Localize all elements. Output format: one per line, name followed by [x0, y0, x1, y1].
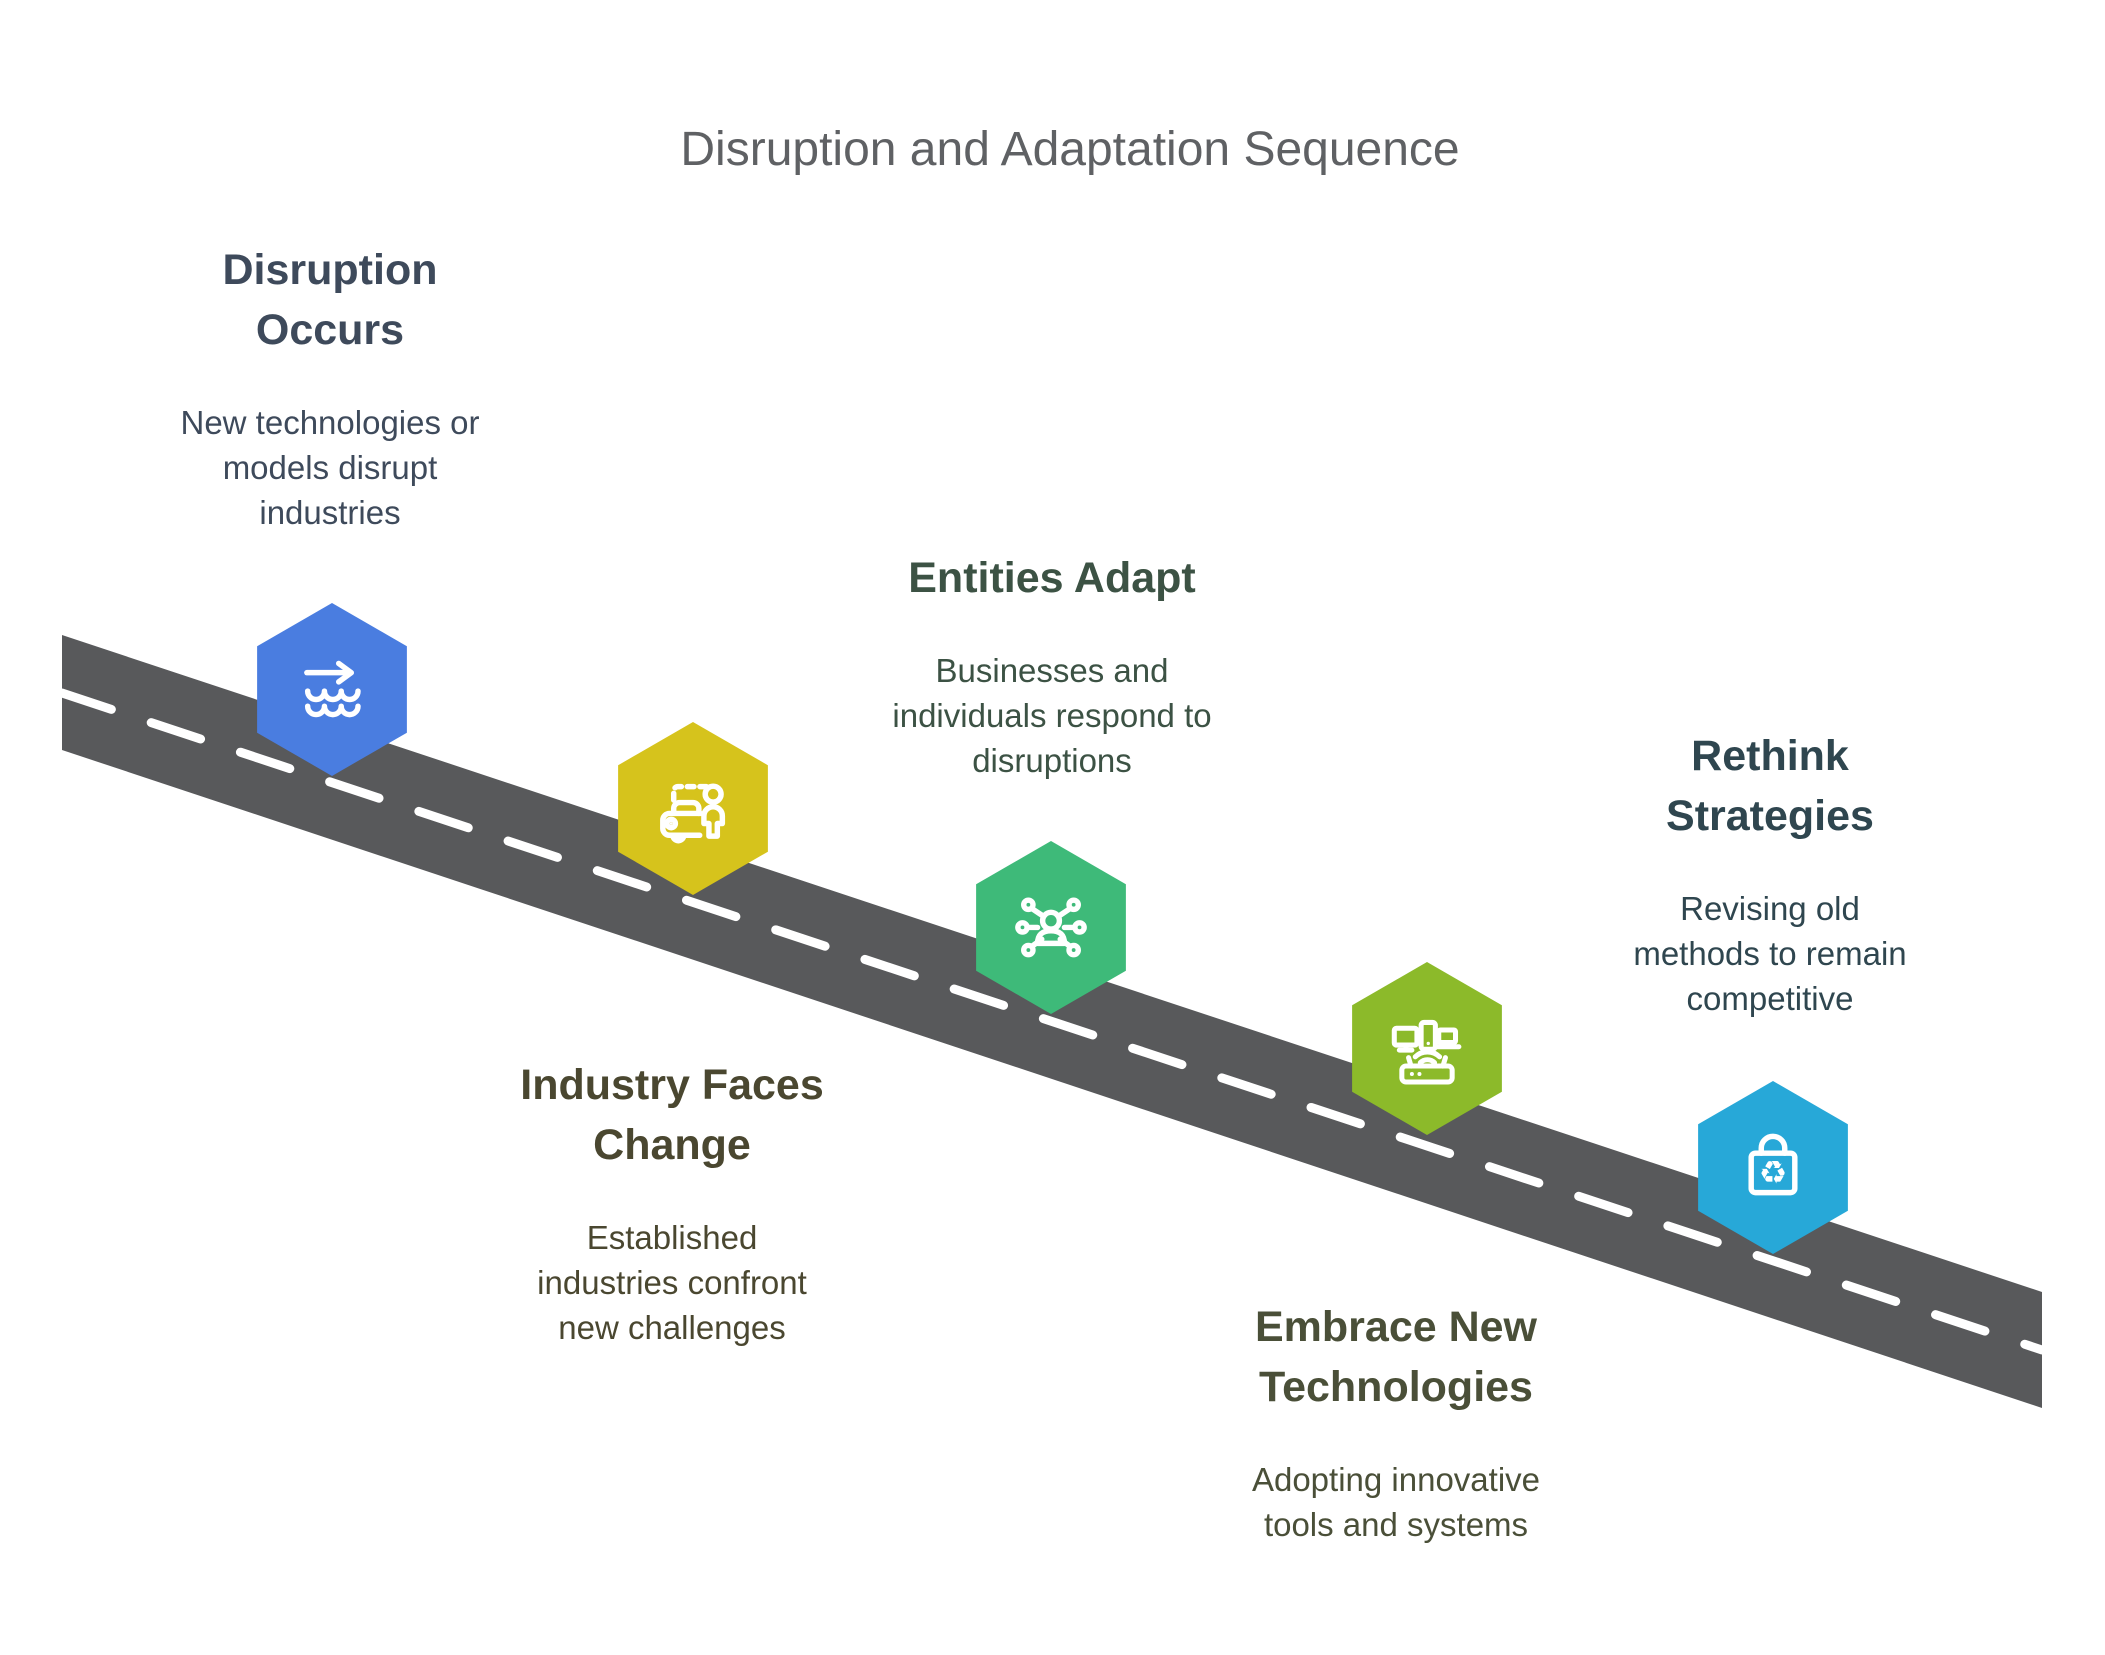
hexagon-shape: [1698, 1081, 1848, 1254]
hexagon-shape: [257, 603, 407, 776]
step-description: Adopting innovative tools and systems: [1251, 1461, 1541, 1543]
step-heading: Entities Adapt: [908, 554, 1196, 602]
step-heading: Industry Faces Change: [520, 1061, 824, 1169]
car-person-icon: [660, 783, 726, 844]
svg-text:♻: ♻: [1759, 1153, 1788, 1191]
step-heading: Disruption Occurs: [222, 246, 438, 354]
step-label-rethink-strategies: Rethink Strategies Revising old methods …: [1618, 726, 1923, 1021]
step-description: Businesses and individuals respond to di…: [892, 652, 1212, 779]
step-label-disruption-occurs: Disruption Occurs New technologies or mo…: [155, 240, 505, 535]
step-heading: Rethink Strategies: [1666, 732, 1874, 840]
milestone-hex-industry-change: [618, 722, 768, 895]
step-heading: Embrace New Technologies: [1254, 1303, 1538, 1411]
milestone-hex-rethink: ♻: [1698, 1081, 1848, 1254]
milestone-hex-embrace-tech: [1352, 962, 1502, 1135]
step-description: Revising old methods to remain competiti…: [1633, 890, 1907, 1017]
connected-devices-icon: [1391, 1019, 1462, 1085]
milestone-hex-disruption: [257, 603, 407, 776]
milestone-hex-entities-adapt: [976, 841, 1126, 1014]
road-center-line: [57, 688, 2047, 1355]
step-label-entities-adapt: Entities Adapt Businesses and individual…: [842, 548, 1262, 783]
hexagon-shape: [618, 722, 768, 895]
arrow-over-waves-icon: [304, 660, 361, 718]
step-description: Established industries confront new chal…: [537, 1219, 807, 1346]
person-network-icon: [1015, 897, 1087, 958]
step-label-industry-faces-change: Industry Faces Change Established indust…: [492, 1055, 852, 1350]
lock-recycle-icon: ♻: [1748, 1133, 1798, 1196]
step-description: New technologies or models disrupt indus…: [180, 404, 480, 531]
page-title: Disruption and Adaptation Sequence: [680, 123, 1460, 176]
step-label-embrace-new-technologies: Embrace New Technologies Adopting innova…: [1196, 1297, 1596, 1547]
